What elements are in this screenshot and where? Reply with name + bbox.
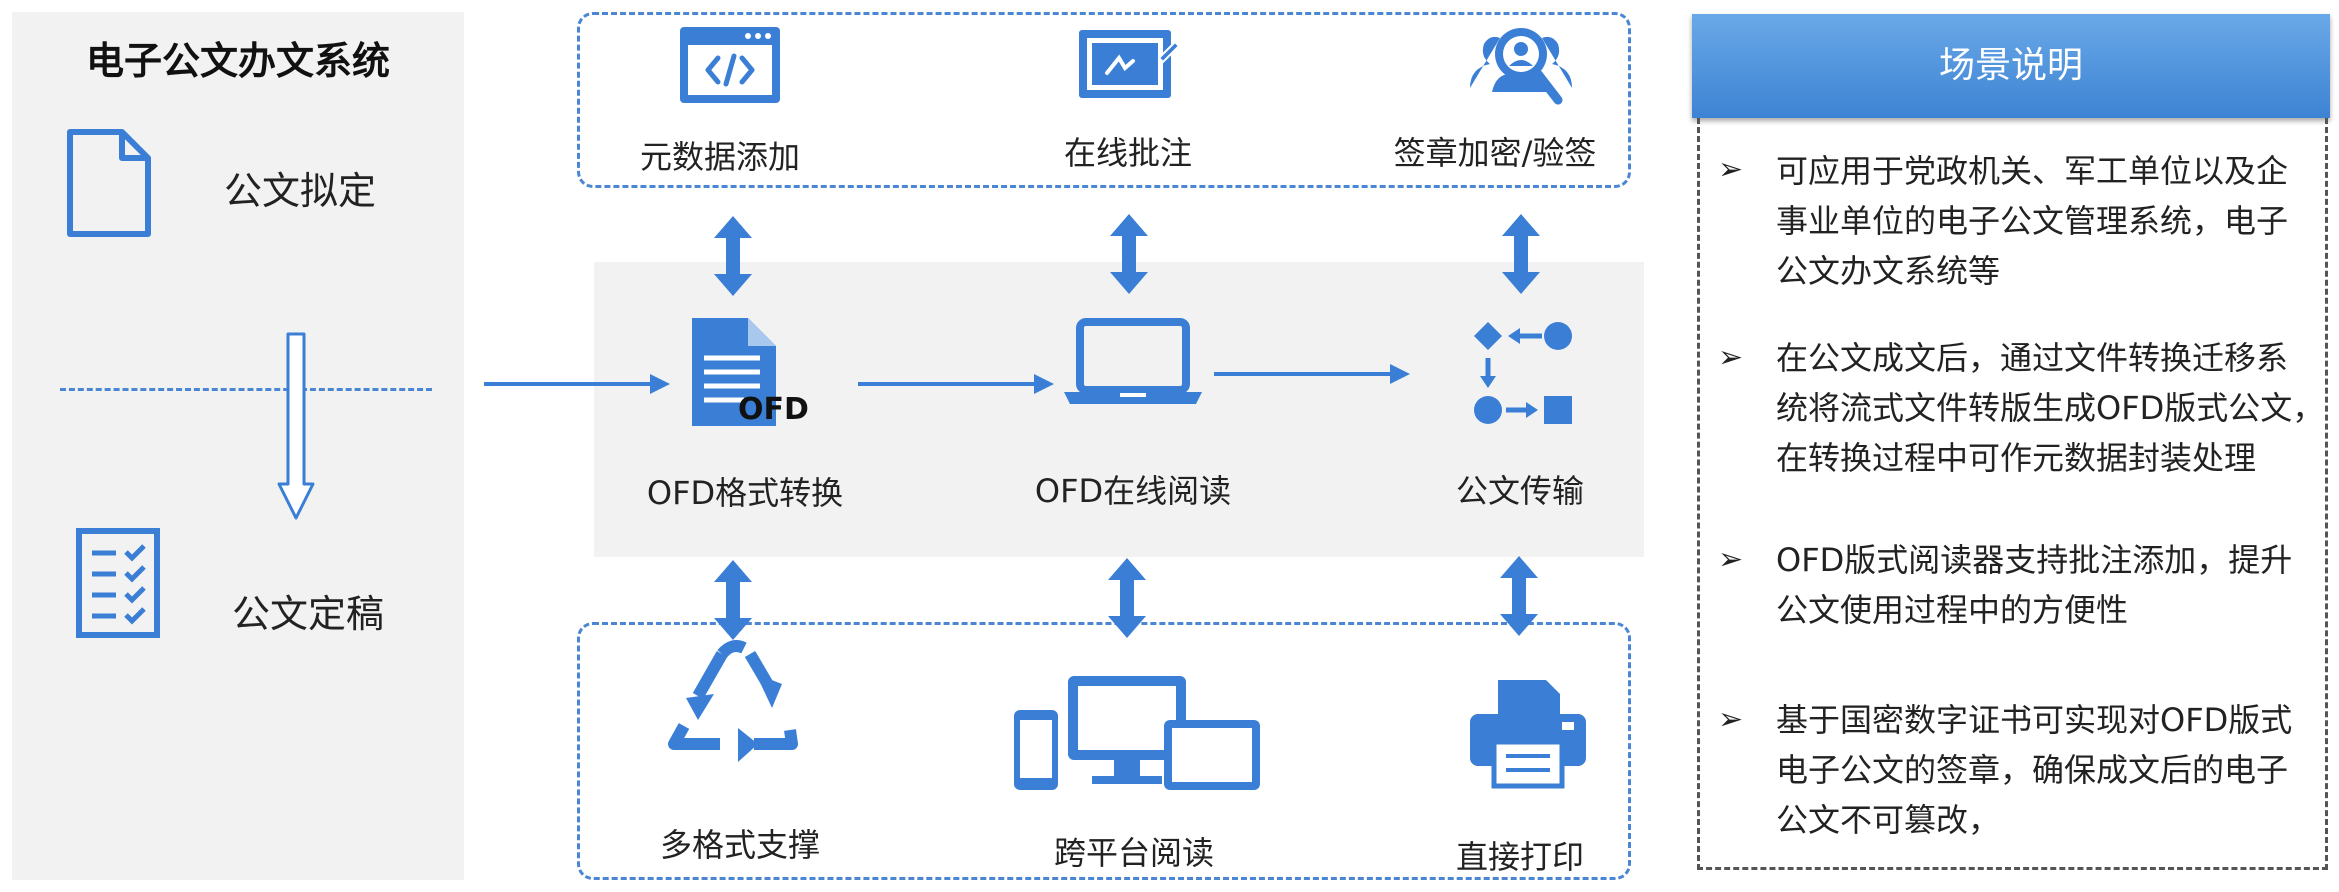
bullet-marker: ➢ — [1718, 542, 1744, 577]
flow-arrow-icon — [858, 374, 1054, 394]
bullet-line: 公文办文系统等 — [1776, 252, 2001, 290]
scenario-bullet-4: 基于国密数字证书可实现对OFD版式 电子公文的签章，确保成文后的电子 公文不可篡… — [1776, 695, 2316, 845]
printer-icon — [1470, 680, 1586, 789]
label-transfer: 公文传输 — [1455, 472, 1584, 510]
flow-arrow-icon — [484, 374, 670, 394]
label-ofd-read: OFD在线阅读 — [1034, 472, 1232, 510]
laptop-icon — [1064, 318, 1202, 404]
label-annotation: 在线批注 — [1063, 134, 1192, 172]
ofd-document-icon — [692, 318, 776, 426]
bullet-marker: ➢ — [1718, 702, 1744, 737]
bullet-line: 公文使用过程中的方便性 — [1776, 591, 2129, 629]
bullet-line: 电子公文的签章，确保成文后的电子 — [1776, 751, 2289, 789]
double-arrow-icon — [1502, 214, 1540, 294]
double-arrow-icon — [714, 216, 752, 296]
annotate-icon — [1079, 30, 1181, 98]
workflow-icon — [1474, 322, 1572, 424]
devices-icon — [1014, 676, 1260, 790]
document-icon — [67, 129, 151, 237]
bullet-line: 事业单位的电子公文管理系统，电子 — [1776, 202, 2289, 240]
left-divider — [60, 388, 432, 391]
double-arrow-icon — [714, 560, 752, 640]
code-window-icon — [680, 27, 780, 103]
label-print: 直接打印 — [1455, 838, 1584, 876]
top-feature-group — [577, 12, 1631, 188]
bullet-line: OFD版式阅读器支持批注添加，提升 — [1776, 541, 2293, 579]
recycle-icon — [668, 640, 798, 762]
down-arrow-icon — [277, 332, 315, 520]
user-search-icon — [1470, 28, 1572, 105]
label-signature: 签章加密/验签 — [1393, 134, 1597, 172]
scenario-header: 场景说明 — [1692, 14, 2330, 118]
left-title: 电子公文办文系统 — [85, 39, 390, 83]
left-panel — [12, 12, 464, 880]
bullet-marker: ➢ — [1718, 152, 1744, 187]
scenario-box — [1697, 118, 2328, 870]
bullet-line: 在转换过程中可作元数据封装处理 — [1776, 439, 2257, 477]
left-item-label-draft: 公文拟定 — [224, 169, 377, 213]
bullet-line: 在公文成文后，通过文件转换迁移系 — [1776, 339, 2289, 377]
scenario-bullet-1: 可应用于党政机关、军工单位以及企 事业单位的电子公文管理系统，电子 公文办文系统… — [1776, 146, 2316, 296]
left-item-label-final: 公文定稿 — [232, 592, 385, 636]
checklist-icon — [76, 528, 160, 638]
double-arrow-icon — [1108, 558, 1146, 638]
label-cross-platform: 跨平台阅读 — [1053, 834, 1214, 872]
scenario-bullet-2: 在公文成文后，通过文件转换迁移系 统将流式文件转版生成OFD版式公文， 在转换过… — [1776, 333, 2336, 483]
bullet-line: 基于国密数字证书可实现对OFD版式 — [1776, 701, 2293, 739]
label-metadata: 元数据添加 — [639, 138, 800, 176]
bottom-feature-group — [577, 622, 1631, 880]
label-multi-format: 多格式支撑 — [659, 826, 820, 864]
bullet-line: 可应用于党政机关、军工单位以及企 — [1776, 152, 2289, 190]
bullet-marker: ➢ — [1718, 340, 1744, 375]
ofd-badge: OFD — [738, 392, 809, 427]
flow-arrow-icon — [1214, 364, 1410, 384]
scenario-bullet-3: OFD版式阅读器支持批注添加，提升 公文使用过程中的方便性 — [1776, 535, 2316, 635]
bullet-line: 统将流式文件转版生成OFD版式公文， — [1776, 389, 2325, 427]
label-ofd-convert: OFD格式转换 — [646, 474, 844, 512]
double-arrow-icon — [1500, 556, 1538, 636]
double-arrow-icon — [1110, 214, 1148, 294]
bullet-line: 公文不可篡改， — [1776, 801, 2001, 839]
